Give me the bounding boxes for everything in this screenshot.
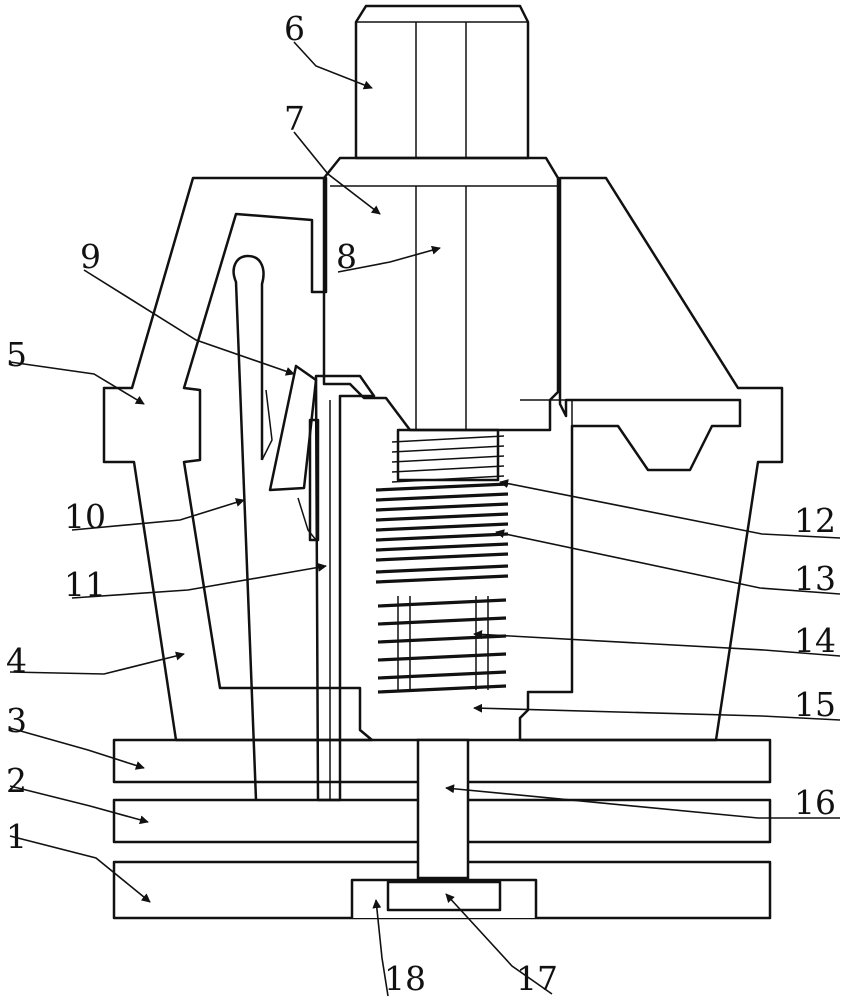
callout-15: 15 [794, 685, 836, 724]
callout-14: 14 [794, 621, 836, 660]
callout-11: 11 [64, 565, 106, 604]
threaded-rod-12 [391, 428, 505, 483]
coil-spring-13 [375, 482, 509, 584]
housing-right [518, 176, 784, 742]
callout-5: 5 [6, 335, 27, 374]
callout-13: 13 [794, 559, 836, 598]
callout-12: 12 [794, 501, 836, 540]
callout-leaders [9, 41, 841, 997]
callout-3: 3 [6, 701, 27, 740]
callout-16: 16 [794, 783, 836, 822]
callout-7: 7 [284, 99, 305, 138]
callout-labels: 1 2 3 4 5 6 7 8 9 10 11 12 13 14 15 16 1… [6, 9, 836, 998]
callout-17: 17 [516, 959, 558, 998]
pin-11 [308, 374, 376, 802]
callout-2: 2 [6, 761, 27, 800]
callout-6: 6 [284, 9, 305, 48]
foot-17 [386, 880, 502, 912]
stem-6 [354, 4, 530, 160]
inner-chamber [520, 399, 573, 692]
callout-8: 8 [336, 237, 357, 276]
callout-4: 4 [6, 641, 27, 680]
housing-left [102, 176, 374, 742]
plunger-16 [416, 738, 470, 880]
base-plate-1 [112, 860, 772, 920]
callout-1: 1 [6, 817, 27, 856]
layer-2 [112, 798, 772, 844]
coil-spring-14 [377, 596, 507, 694]
callout-18: 18 [384, 959, 426, 998]
contact-spring-10 [232, 254, 318, 801]
callout-9: 9 [80, 237, 101, 276]
callout-10: 10 [64, 497, 106, 536]
